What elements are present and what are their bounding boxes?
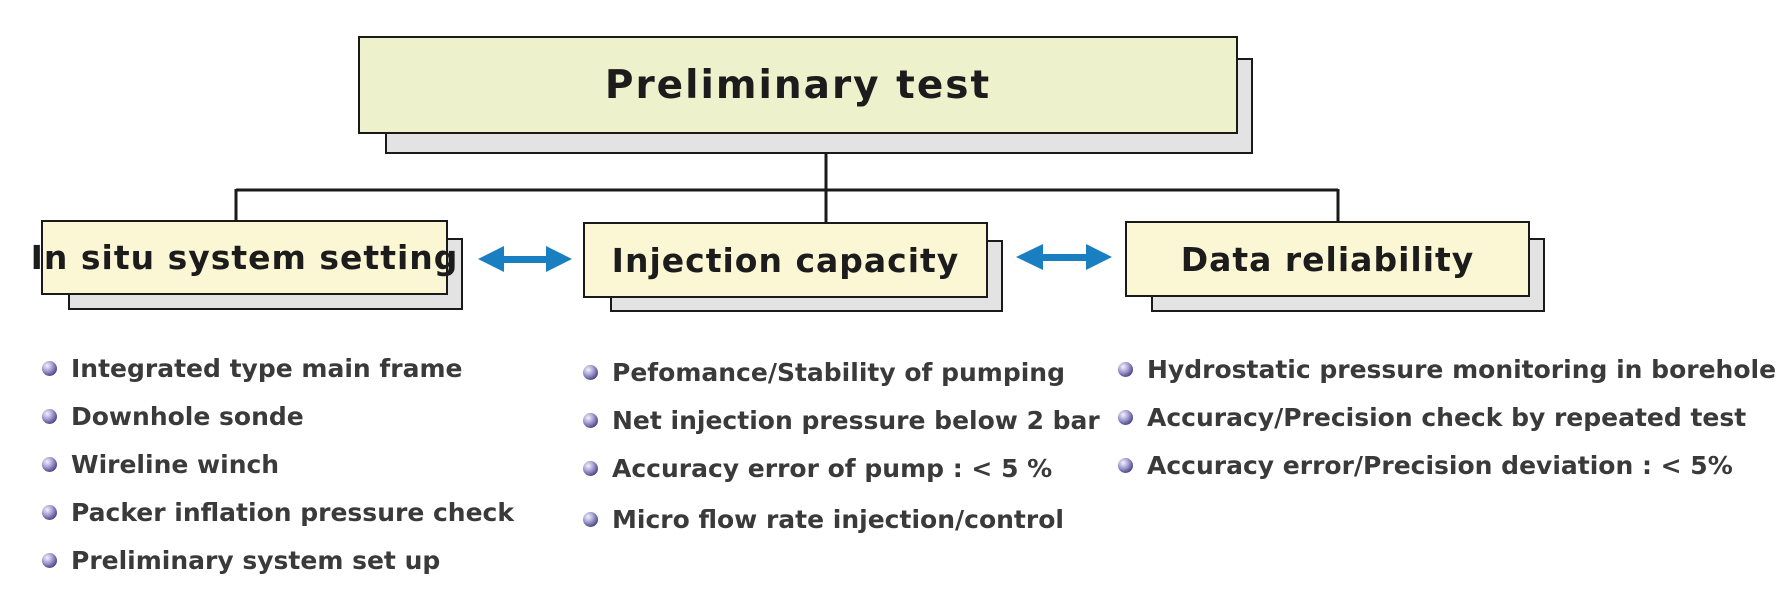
bullet-icon — [42, 504, 57, 520]
injection-box: Injection capacity — [583, 222, 988, 298]
bullet-icon — [583, 364, 598, 380]
reliability-list: Hydrostatic pressure monitoring in boreh… — [1118, 345, 1776, 489]
list-item: Preliminary system set up — [42, 536, 514, 584]
list-item: Packer inflation pressure check — [42, 488, 514, 536]
root-title: Preliminary test — [604, 62, 992, 108]
list-item: Pefomance/Stability of pumping — [583, 348, 1100, 396]
list-item: Integrated type main frame — [42, 344, 514, 392]
list-item: Micro flow rate injection/control — [583, 495, 1100, 543]
bullet-icon — [42, 360, 57, 376]
setting-list: Integrated type main frame Downhole sond… — [42, 344, 514, 584]
double-arrow-icon-right — [1016, 244, 1112, 270]
bullet-icon — [1118, 361, 1133, 377]
root-box: Preliminary test — [358, 36, 1238, 134]
reliability-title: Data reliability — [1180, 239, 1475, 279]
list-item: Accuracy error of pump : < 5 % — [583, 444, 1100, 492]
list-item: Net injection pressure below 2 bar — [583, 396, 1100, 444]
bullet-icon — [42, 408, 57, 424]
setting-title: In situ system setting — [30, 238, 459, 277]
bullet-icon — [42, 552, 57, 568]
bullet-icon — [583, 460, 598, 476]
injection-list: Pefomance/Stability of pumping Net injec… — [583, 348, 1100, 543]
list-item: Hydrostatic pressure monitoring in boreh… — [1118, 345, 1776, 393]
list-item: Accuracy error/Precision deviation : < 5… — [1118, 441, 1776, 489]
bullet-icon — [583, 511, 598, 527]
bullet-icon — [1118, 409, 1133, 425]
list-item: Accuracy/Precision check by repeated tes… — [1118, 393, 1776, 441]
bullet-icon — [583, 412, 598, 428]
double-arrow-icon-left — [478, 246, 572, 272]
bullet-icon — [42, 456, 57, 472]
setting-box: In situ system setting — [31, 220, 457, 295]
list-item: Downhole sonde — [42, 392, 514, 440]
list-item: Wireline winch — [42, 440, 514, 488]
bullet-icon — [1118, 457, 1133, 473]
injection-title: Injection capacity — [611, 240, 960, 280]
reliability-box: Data reliability — [1125, 221, 1530, 297]
